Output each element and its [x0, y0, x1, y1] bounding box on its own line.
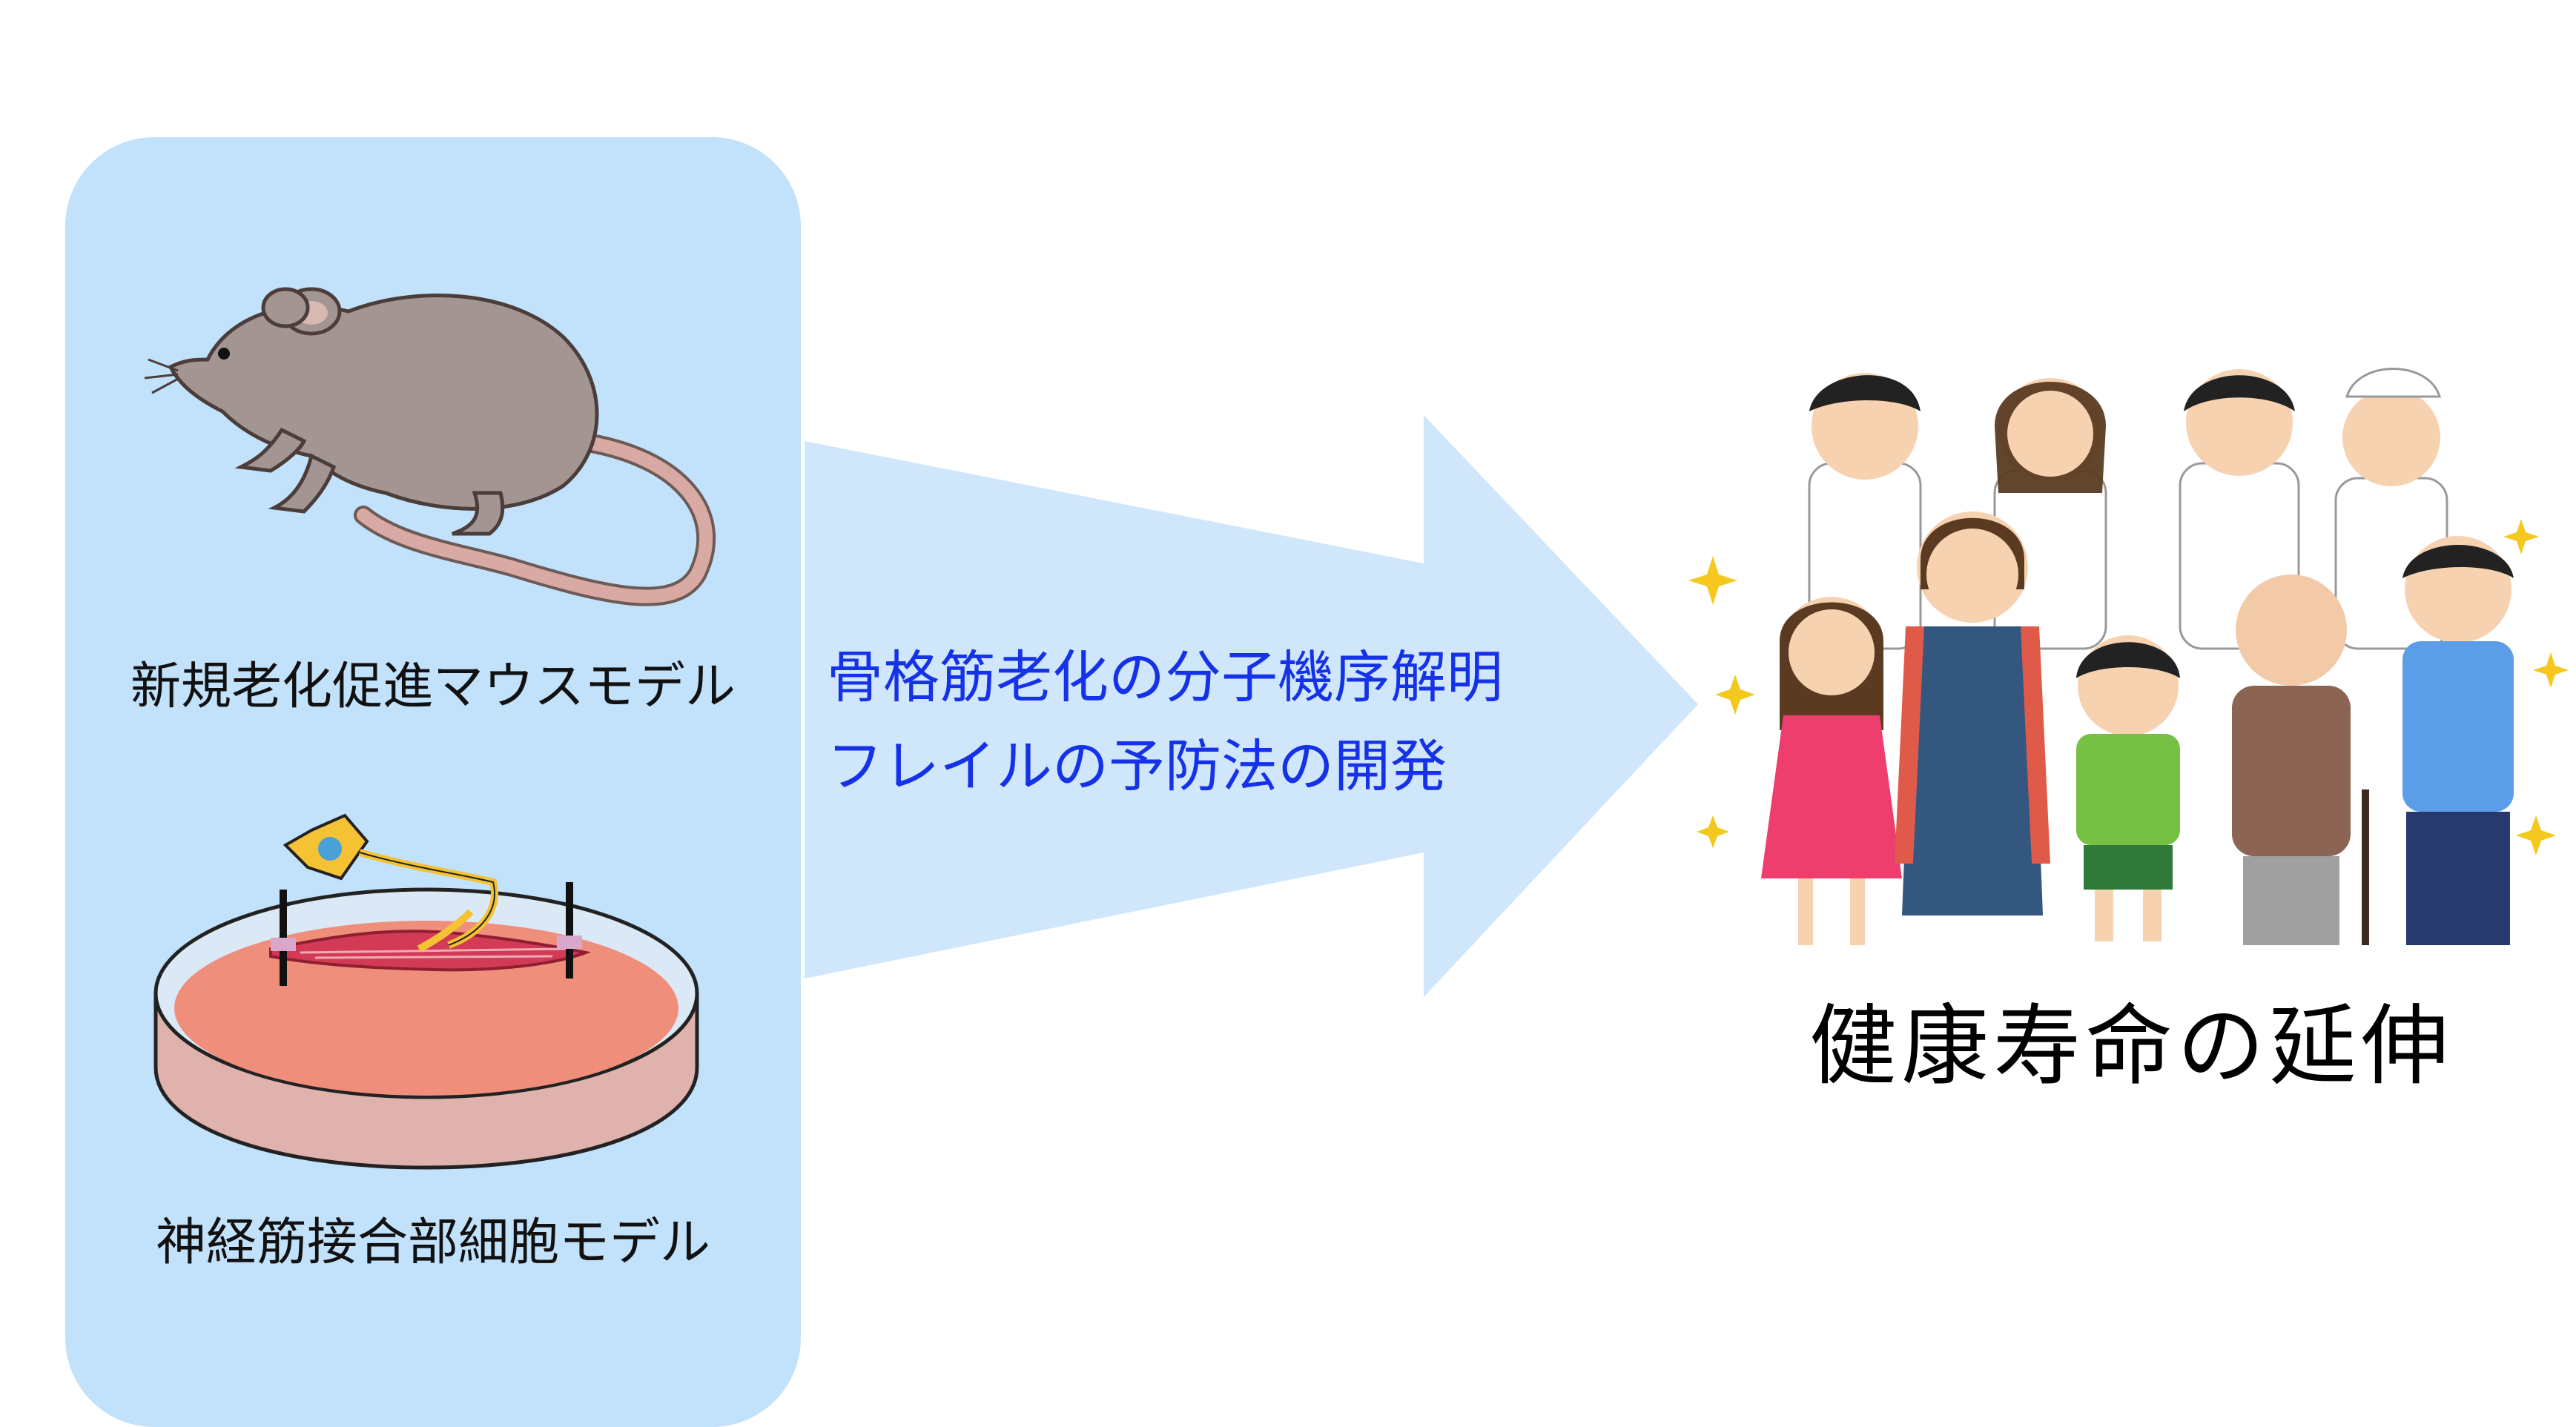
mouse-model-caption: 新規老化促進マウスモデル	[130, 658, 736, 716]
arrow-text-line-2: フレイルの予防法の開発	[827, 733, 1447, 799]
arrow-text-line-1: 骨格筋老化の分子機序解明	[827, 644, 1503, 710]
cell-model-caption: 神経筋接合部細胞モデル	[155, 1214, 710, 1272]
petri-dish-illustration	[153, 813, 699, 1170]
result-caption: 健康寿命の延伸	[1809, 995, 2454, 1097]
people-group-illustration	[1761, 368, 2514, 945]
sparkle-icon	[1688, 519, 2569, 855]
mouse-illustration	[144, 287, 716, 606]
